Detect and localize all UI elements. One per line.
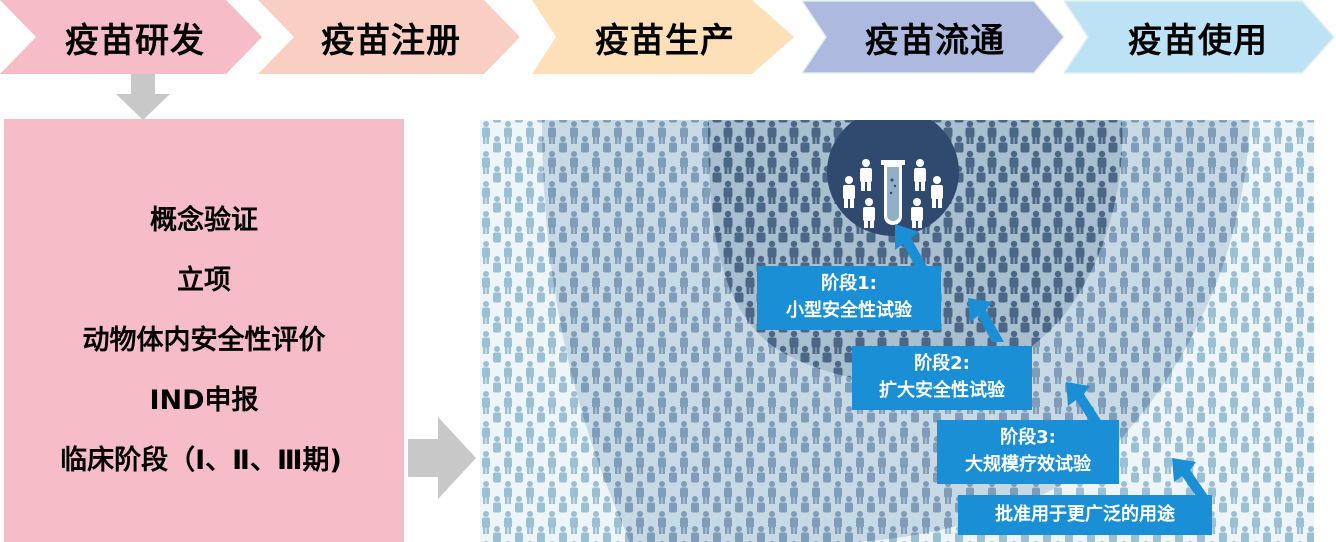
chevron-shape [258, 0, 520, 74]
step-label: 疫苗生产 [595, 20, 735, 61]
pointer-arrow-icon [968, 298, 1004, 342]
stage-1-label: 阶段1: 小型安全性试验 [757, 266, 941, 330]
step-label: 疫苗使用 [1128, 20, 1268, 61]
approval-text: 批准用于更广泛的用途 [995, 504, 1175, 525]
stage-desc: 小型安全性试验 [786, 300, 912, 321]
step-label: 疫苗研发 [65, 20, 205, 61]
approval-label: 批准用于更广泛的用途 [958, 495, 1212, 535]
pointer-arrow-icon [1172, 458, 1208, 496]
stage-2-label: 阶段2: 扩大安全性试验 [852, 346, 1032, 410]
stage-desc: 扩大安全性试验 [879, 380, 1005, 401]
chevron-shape [0, 0, 262, 74]
stage-title: 阶段3: [1000, 427, 1056, 448]
detail-animal-safety: 动物体内安全性评价 [82, 324, 326, 356]
step-label: 疫苗注册 [321, 20, 461, 61]
chevron-shape [532, 0, 794, 74]
pointer-arrow-icon [1066, 382, 1102, 422]
clinical-trial-infographic: 阶段1: 小型安全性试验 阶段2: 扩大安全性试验 阶段3: 大规模疗效试验 批… [480, 120, 1314, 542]
step-vaccine-registration: 疫苗注册 [258, 0, 538, 74]
chevron-shape [1064, 0, 1336, 74]
step-label: 疫苗流通 [865, 20, 1005, 61]
test-tube-group-icon [827, 120, 959, 236]
detail-project-approval: 立项 [177, 264, 231, 296]
research-details-box: 概念验证 立项 动物体内安全性评价 IND申报 临床阶段（Ⅰ、Ⅱ、Ⅲ期) [4, 119, 404, 542]
stage-title: 阶段1: [821, 273, 877, 294]
detail-proof-of-concept: 概念验证 [150, 204, 258, 236]
stage-title: 阶段2: [914, 353, 970, 374]
detail-clinical-phases: 临床阶段（Ⅰ、Ⅱ、Ⅲ期) [60, 444, 342, 476]
right-arrow-icon [408, 417, 476, 499]
step-vaccine-usage: 疫苗使用 [1064, 0, 1336, 74]
detail-ind-filing: IND申报 [149, 384, 259, 416]
step-vaccine-rd: 疫苗研发 [0, 0, 270, 74]
pointer-arrow-icon [895, 224, 929, 270]
stage-desc: 大规模疗效试验 [965, 454, 1091, 475]
step-vaccine-production: 疫苗生产 [532, 0, 812, 74]
stage-3-label: 阶段3: 大规模疗效试验 [937, 420, 1119, 484]
down-arrow-icon [116, 74, 170, 120]
step-vaccine-distribution: 疫苗流通 [802, 0, 1082, 74]
chevron-shape [802, 0, 1065, 74]
